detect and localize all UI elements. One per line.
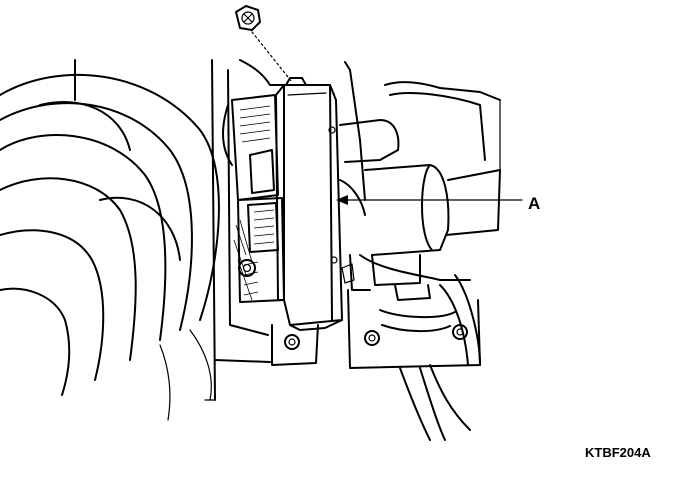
figure-code: KTBF204A (585, 445, 651, 460)
mounting-frame (204, 59, 287, 401)
mounting-bolt (235, 5, 293, 83)
callout-a-label: A (528, 194, 540, 213)
right-assembly (339, 61, 501, 441)
ecm-module (271, 77, 343, 366)
wiring-harness (222, 94, 285, 303)
leader-arrowhead (336, 195, 348, 205)
callout-a-leader (336, 195, 523, 205)
left-hoses (0, 59, 220, 421)
